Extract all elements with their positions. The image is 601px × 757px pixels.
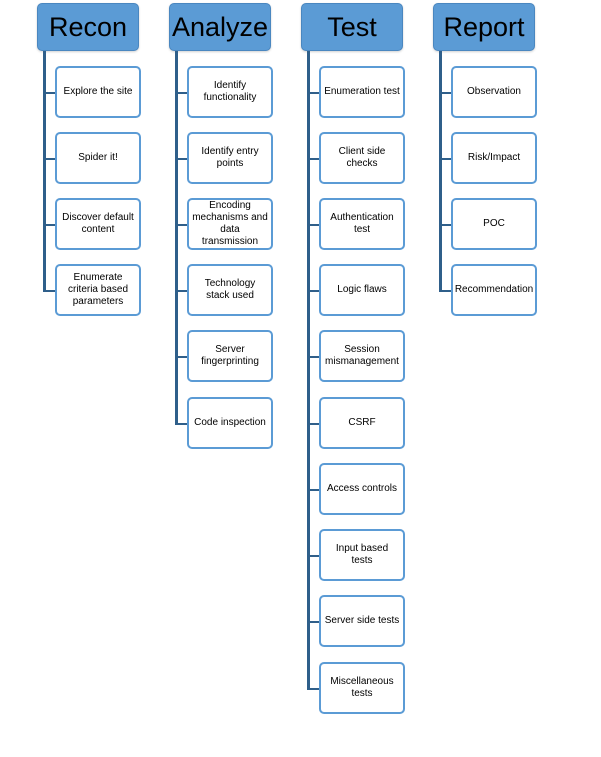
node-recommendation: Recommendation xyxy=(451,264,537,316)
connector-branch xyxy=(439,92,452,94)
connector-branch xyxy=(307,224,320,226)
node-label: Enumerate criteria based parameters xyxy=(67,272,129,307)
node-label: CSRF xyxy=(348,417,376,428)
node-label: Recommendation xyxy=(454,284,534,295)
connector-branch xyxy=(439,158,452,160)
connector-branch xyxy=(307,489,320,491)
connector-branch xyxy=(43,290,56,292)
connector-branch xyxy=(307,423,320,425)
node-label: POC xyxy=(483,218,505,229)
node-csrf: CSRF xyxy=(319,397,405,449)
node-label: Discover default content xyxy=(62,212,134,235)
node-enumerate-criteria: Enumerate criteria based parameters xyxy=(55,264,141,316)
node-explore-the-site: Explore the site xyxy=(55,66,141,118)
node-label: Enumeration test xyxy=(324,86,400,97)
node-access-controls: Access controls xyxy=(319,463,405,515)
node-label: Identify entry points xyxy=(201,146,259,169)
connector-branch xyxy=(307,621,320,623)
node-label: Spider it! xyxy=(78,152,118,163)
connector-branch xyxy=(439,224,452,226)
connector-trunk-report xyxy=(439,51,442,292)
node-session-mismanagement: Session mismanagement xyxy=(319,330,405,382)
node-discover-default-content: Discover default content xyxy=(55,198,141,250)
header-analyze-label: Analyze xyxy=(171,11,269,42)
node-encoding-mechanisms: Encoding mechanisms and data transmissio… xyxy=(187,198,273,250)
node-server-side-tests: Server side tests xyxy=(319,595,405,647)
node-label: Identify functionality xyxy=(203,80,257,103)
header-recon-label: Recon xyxy=(48,11,128,42)
connector-branch xyxy=(307,290,320,292)
node-label: Authentication test xyxy=(330,212,394,235)
node-label: Risk/Impact xyxy=(467,152,521,163)
connector-trunk-test xyxy=(307,51,310,690)
node-identify-entry-points: Identify entry points xyxy=(187,132,273,184)
connector-branch xyxy=(175,158,188,160)
node-risk-impact: Risk/Impact xyxy=(451,132,537,184)
node-label: Observation xyxy=(467,86,521,97)
node-enumeration-test: Enumeration test xyxy=(319,66,405,118)
node-label: Input based tests xyxy=(335,543,389,566)
connector-trunk-analyze xyxy=(175,51,178,425)
connector-branch xyxy=(43,224,56,226)
node-miscellaneous-tests: Miscellaneous tests xyxy=(319,662,405,714)
connector-branch xyxy=(175,356,188,358)
node-label: Client side checks xyxy=(338,146,386,169)
connector-branch xyxy=(439,290,452,292)
connector-branch xyxy=(175,290,188,292)
connector-branch xyxy=(175,92,188,94)
node-authentication-test: Authentication test xyxy=(319,198,405,250)
connector-branch xyxy=(307,92,320,94)
node-technology-stack: Technology stack used xyxy=(187,264,273,316)
node-label: Server side tests xyxy=(324,615,400,626)
node-label: Access controls xyxy=(326,483,398,494)
node-client-side-checks: Client side checks xyxy=(319,132,405,184)
connector-branch xyxy=(307,356,320,358)
connector-branch xyxy=(307,158,320,160)
node-identify-functionality: Identify functionality xyxy=(187,66,273,118)
node-poc: POC xyxy=(451,198,537,250)
header-recon: Recon xyxy=(37,3,139,51)
header-test: Test xyxy=(301,3,403,51)
header-test-label: Test xyxy=(327,11,377,42)
node-label: Session mismanagement xyxy=(325,344,399,367)
connector-branch xyxy=(43,92,56,94)
connector-branch xyxy=(43,158,56,160)
node-label: Server fingerprinting xyxy=(201,344,259,367)
header-report-label: Report xyxy=(443,11,525,42)
connector-branch xyxy=(175,423,188,425)
connector-branch xyxy=(175,224,188,226)
node-observation: Observation xyxy=(451,66,537,118)
node-label: Logic flaws xyxy=(337,284,387,295)
node-label: Code inspection xyxy=(194,417,266,428)
node-input-based-tests: Input based tests xyxy=(319,529,405,581)
connector-trunk-recon xyxy=(43,51,46,292)
node-spider-it: Spider it! xyxy=(55,132,141,184)
node-logic-flaws: Logic flaws xyxy=(319,264,405,316)
node-server-fingerprinting: Server fingerprinting xyxy=(187,330,273,382)
node-label: Explore the site xyxy=(63,86,133,97)
node-label: Miscellaneous tests xyxy=(330,676,394,699)
node-label: Technology stack used xyxy=(204,278,256,301)
node-code-inspection: Code inspection xyxy=(187,397,273,449)
header-report: Report xyxy=(433,3,535,51)
node-label: Encoding mechanisms and data transmissio… xyxy=(192,200,268,247)
connector-branch xyxy=(307,688,320,690)
connector-branch xyxy=(307,555,320,557)
header-analyze: Analyze xyxy=(169,3,271,51)
